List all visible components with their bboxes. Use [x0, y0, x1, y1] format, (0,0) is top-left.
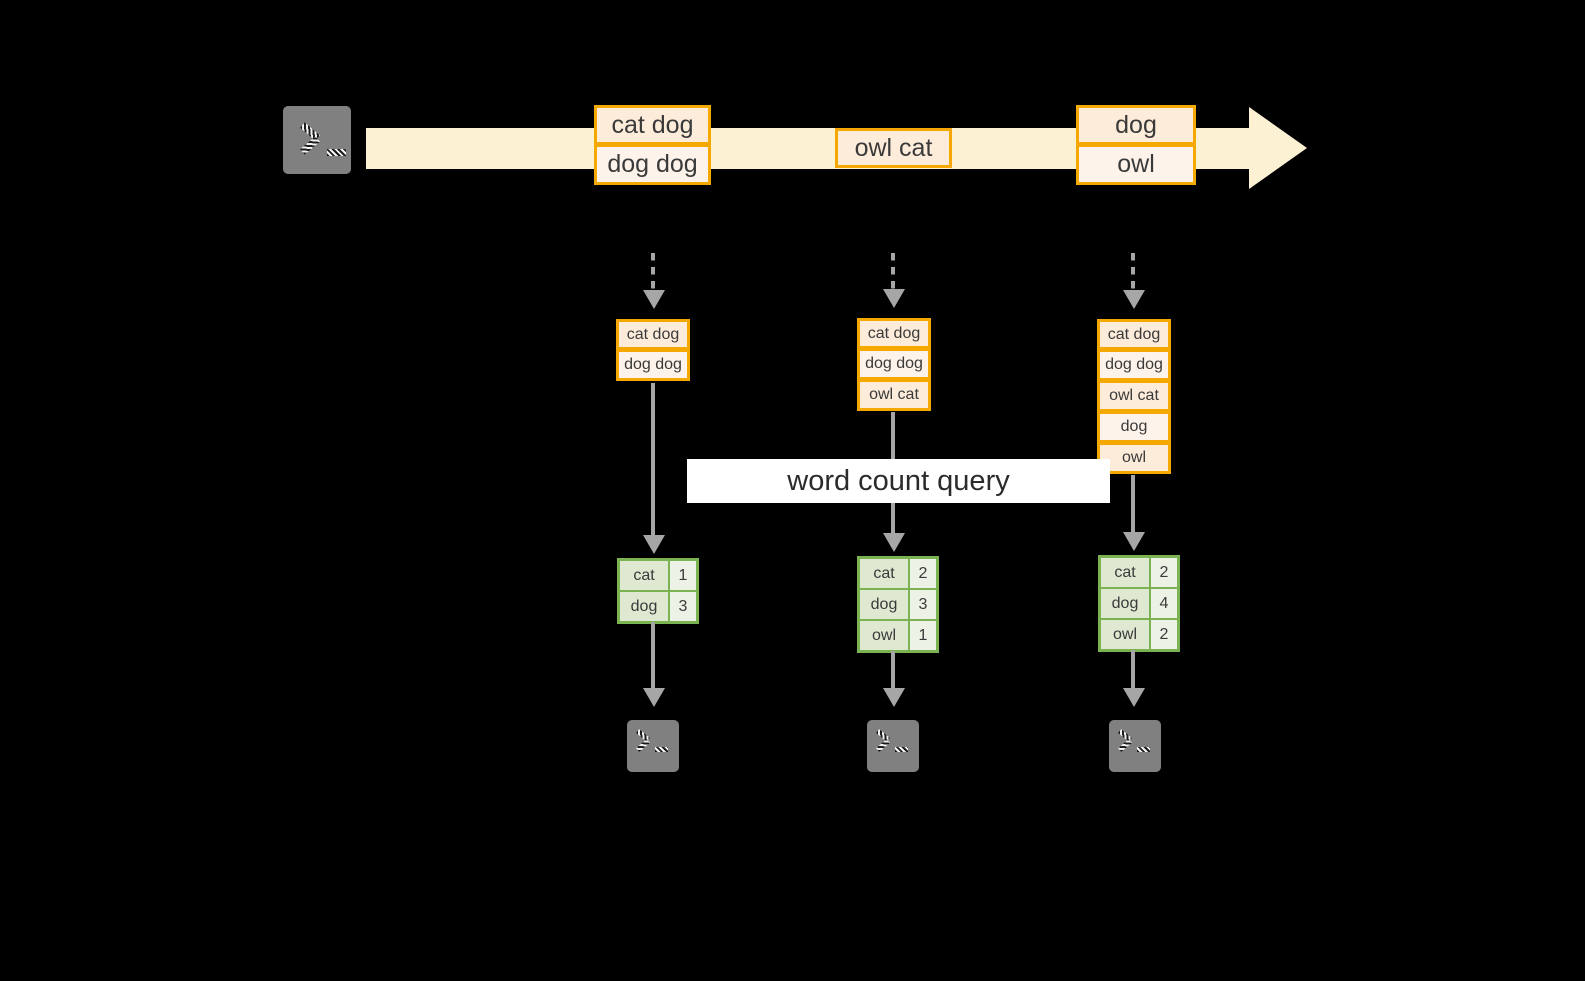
word-cell: owl [860, 621, 908, 650]
word-cell: dog [860, 590, 908, 619]
result-1-to-sink-connector [651, 622, 655, 692]
result-3-to-sink-connector [1131, 650, 1135, 693]
snapshot-1-to-result-arrowhead [643, 535, 665, 554]
table-row: owl 1 [860, 619, 936, 650]
count-cell: 2 [1149, 620, 1177, 649]
stream-event[interactable]: owl [1076, 145, 1196, 185]
count-cell: 3 [668, 592, 696, 621]
table-row: cat 2 [1101, 558, 1177, 587]
snapshot-event[interactable]: dog dog [616, 350, 690, 381]
table-row: cat 2 [860, 559, 936, 588]
source-terminal-icon[interactable] [274, 97, 360, 183]
table-row: owl 2 [1101, 618, 1177, 649]
stream-event[interactable]: owl cat [835, 128, 952, 168]
query-label: word count query [687, 459, 1110, 503]
snapshot-2-to-result-arrowhead [883, 533, 905, 552]
table-row: cat 1 [620, 561, 696, 590]
terminal-prompt-underscore [1137, 747, 1150, 752]
table-row: dog 4 [1101, 587, 1177, 618]
stream-to-snapshot-connector [1131, 253, 1135, 292]
word-cell: dog [1101, 589, 1149, 618]
word-cell: cat [860, 559, 908, 588]
count-cell: 2 [1149, 558, 1177, 587]
sink-terminal-icon-1[interactable] [618, 711, 688, 781]
snapshot-event[interactable]: dog dog [857, 349, 931, 380]
terminal-prompt-chevron-lower [300, 136, 320, 155]
result-2-to-sink-arrowhead [883, 688, 905, 707]
count-cell: 1 [908, 621, 936, 650]
snapshot-event[interactable]: cat dog [1097, 319, 1171, 350]
word-cell: dog [620, 592, 668, 621]
terminal-prompt-chevron-lower [636, 739, 650, 752]
terminal-prompt-underscore [655, 747, 668, 752]
event-stream-arrowhead [1249, 107, 1307, 189]
terminal-prompt-chevron-lower [876, 739, 890, 752]
stream-to-snapshot-arrowhead [643, 290, 665, 309]
word-cell: cat [1101, 558, 1149, 587]
terminal-screen [627, 720, 679, 772]
stream-event[interactable]: dog [1076, 105, 1196, 145]
snapshot-3-events: cat dog dog dog owl cat dog owl [1097, 319, 1171, 474]
stream-to-snapshot-arrowhead [1123, 290, 1145, 309]
terminal-prompt-underscore [895, 747, 908, 752]
sink-terminal-icon-2[interactable] [858, 711, 928, 781]
count-cell: 1 [668, 561, 696, 590]
terminal-screen [867, 720, 919, 772]
count-cell: 2 [908, 559, 936, 588]
terminal-screen [1109, 720, 1161, 772]
terminal-prompt-underscore [327, 149, 346, 156]
snapshot-event[interactable]: dog dog [1097, 350, 1171, 381]
word-cell: cat [620, 561, 668, 590]
stream-event[interactable]: cat dog [594, 105, 711, 145]
count-cell: 3 [908, 590, 936, 619]
terminal-prompt-chevron-lower [1118, 739, 1132, 752]
snapshot-1-events: cat dog dog dog [616, 319, 690, 381]
count-cell: 4 [1149, 589, 1177, 618]
snapshot-3-to-result-arrowhead [1123, 532, 1145, 551]
snapshot-3-to-result-connector [1131, 475, 1135, 536]
result-table-3: cat 2 dog 4 owl 2 [1098, 555, 1180, 652]
result-1-to-sink-arrowhead [643, 688, 665, 707]
snapshot-event[interactable]: cat dog [616, 319, 690, 350]
snapshot-event[interactable]: cat dog [857, 318, 931, 349]
result-2-to-sink-connector [891, 651, 895, 693]
snapshot-event[interactable]: owl cat [1097, 381, 1171, 412]
result-3-to-sink-arrowhead [1123, 688, 1145, 707]
stream-to-snapshot-connector [651, 253, 655, 292]
result-table-1: cat 1 dog 3 [617, 558, 699, 624]
snapshot-event[interactable]: dog [1097, 412, 1171, 443]
stream-group-batch-3: dog owl [1076, 105, 1196, 185]
stream-to-snapshot-connector [891, 253, 895, 291]
word-cell: owl [1101, 620, 1149, 649]
table-row: dog 3 [620, 590, 696, 621]
sink-terminal-icon-3[interactable] [1100, 711, 1170, 781]
stream-group-batch-2: owl cat [835, 128, 952, 168]
stream-group-batch-1: cat dog dog dog [594, 105, 711, 185]
terminal-screen [283, 106, 351, 174]
snapshot-1-to-result-connector [651, 383, 655, 538]
snapshot-event[interactable]: owl cat [857, 380, 931, 411]
table-row: dog 3 [860, 588, 936, 619]
result-table-2: cat 2 dog 3 owl 1 [857, 556, 939, 653]
snapshot-2-events: cat dog dog dog owl cat [857, 318, 931, 411]
stream-to-snapshot-arrowhead [883, 289, 905, 308]
stream-event[interactable]: dog dog [594, 145, 711, 185]
